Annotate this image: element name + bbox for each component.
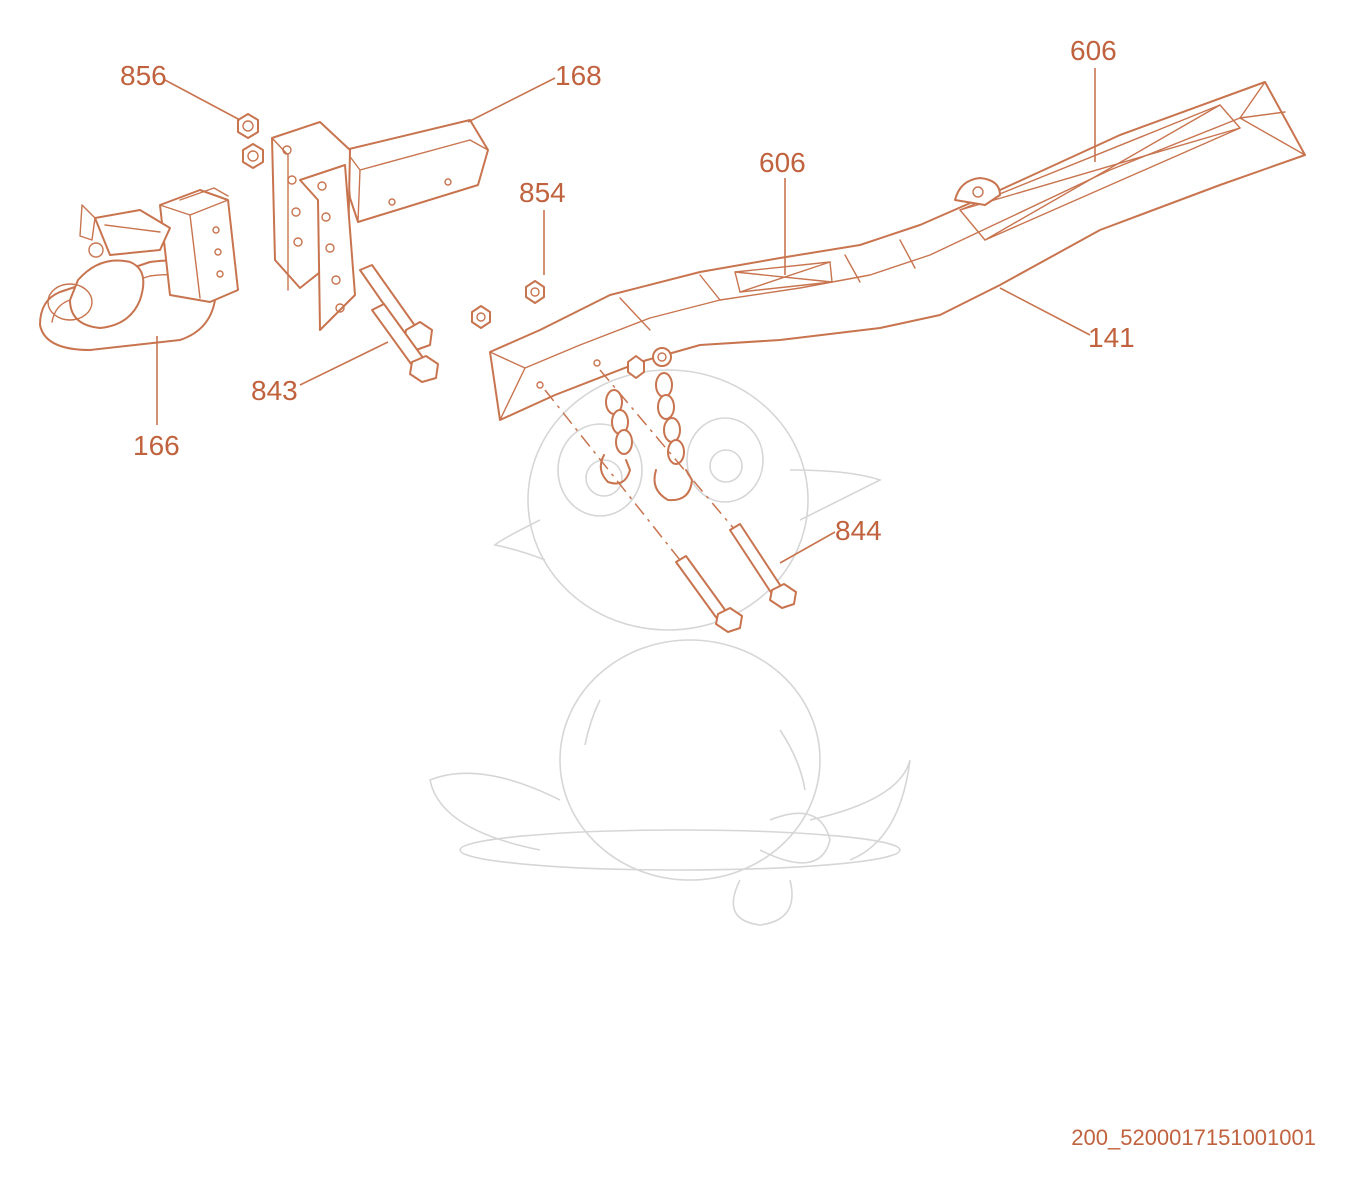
callout-856: 856 [120,60,167,91]
callout-166: 166 [133,430,180,461]
callout-606-top: 606 [1070,35,1117,66]
callout-labels: 856 168 606 606 854 141 843 166 844 [120,35,1135,546]
bolts-part-844 [544,369,797,633]
reference-code: 200_5200017151001001 [1071,1125,1316,1150]
bolts-part-843 [359,264,439,383]
channel-bracket-part-168 [271,119,489,331]
watermark-illustration [429,369,911,926]
callout-844: 844 [835,515,882,546]
callout-854: 854 [519,177,566,208]
callout-141: 141 [1088,322,1135,353]
nuts-part-854 [471,280,545,329]
nuts-part-856 [237,113,264,169]
callout-168: 168 [555,60,602,91]
tongue-tube-part-141 [489,81,1306,421]
safety-chains [599,347,693,502]
callout-843: 843 [251,375,298,406]
leader-lines [156,68,1096,564]
coupler-part-166 [39,187,239,351]
callout-606-middle: 606 [759,147,806,178]
